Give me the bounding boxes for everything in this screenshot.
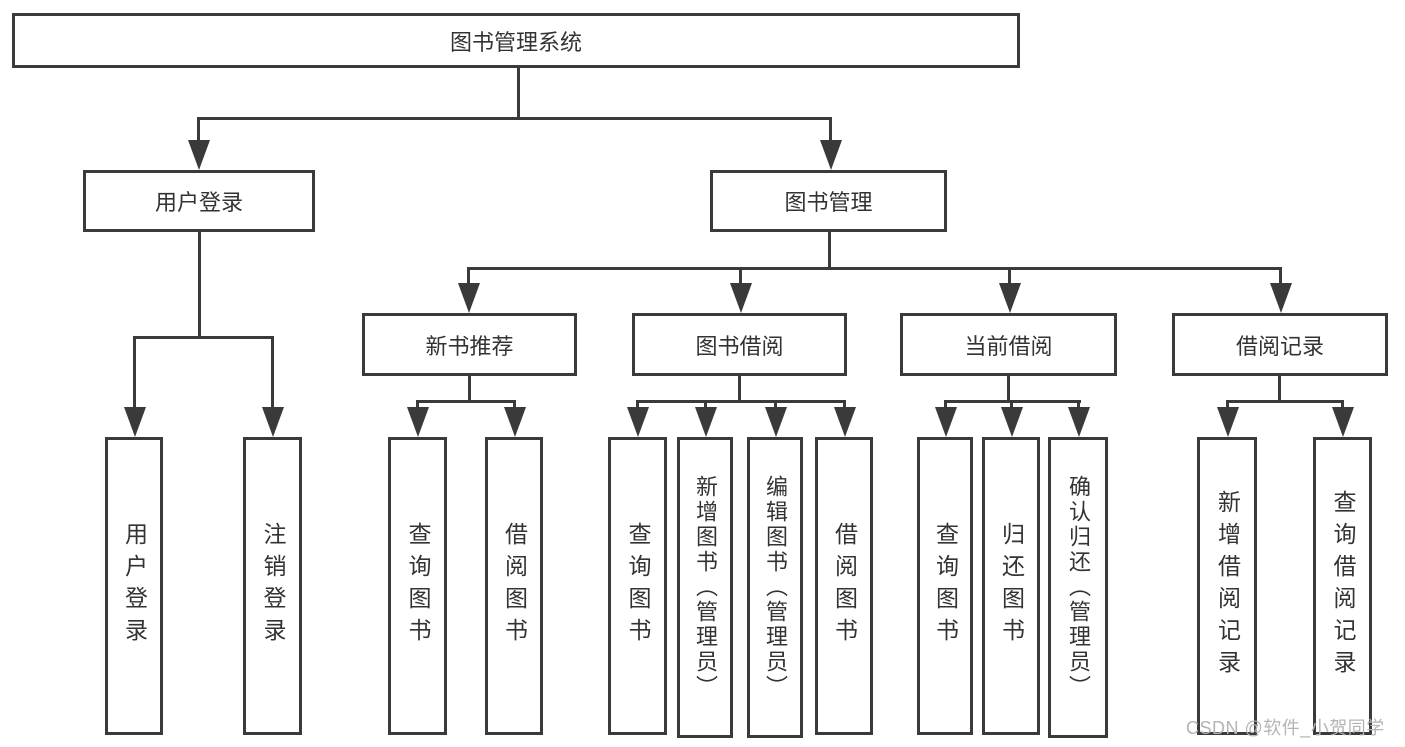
arrow-down-icon	[1270, 283, 1292, 313]
connector-line	[467, 267, 470, 287]
connector-line	[197, 117, 200, 145]
leaf-recommend-query-books-label: 查询图书	[405, 522, 431, 650]
leaf-current-query-books-label: 查询图书	[932, 522, 959, 650]
leaf-borrow-borrow-books-label: 借阅图书	[831, 522, 858, 650]
connector-line	[416, 400, 516, 403]
connector-line	[704, 400, 707, 410]
leaf-edit-books-admin: 编辑图书（管理员）	[747, 437, 803, 738]
arrow-down-icon	[820, 140, 842, 170]
arrow-down-icon	[188, 140, 210, 170]
arrow-down-icon	[1068, 407, 1090, 437]
arrow-down-icon	[730, 283, 752, 313]
arrow-down-icon	[695, 407, 717, 437]
arrow-down-icon	[1001, 407, 1023, 437]
node-book-management: 图书管理	[710, 170, 947, 232]
leaf-borrow-query-books: 查询图书	[608, 437, 667, 735]
arrow-down-icon	[407, 407, 429, 437]
node-new-book-recommend: 新书推荐	[362, 313, 577, 376]
node-new-book-recommend-label: 新书推荐	[425, 333, 514, 359]
connector-line	[1077, 400, 1080, 410]
arrow-down-icon	[935, 407, 957, 437]
arrow-down-icon	[1332, 407, 1354, 437]
connector-line	[513, 400, 516, 410]
connector-line	[271, 336, 274, 411]
arrow-down-icon	[834, 407, 856, 437]
node-book-borrow-label: 图书借阅	[695, 333, 784, 359]
node-borrow-records-label: 借阅记录	[1235, 333, 1324, 359]
leaf-recommend-query-books: 查询图书	[388, 437, 447, 735]
arrow-down-icon	[124, 407, 146, 437]
node-current-borrow-label: 当前借阅	[964, 333, 1053, 359]
connector-line	[1278, 376, 1281, 403]
connector-line	[1226, 400, 1229, 410]
connector-line	[133, 336, 136, 411]
node-book-management-label: 图书管理	[784, 190, 873, 215]
arrow-down-icon	[262, 407, 284, 437]
leaf-query-borrow-record: 查询借阅记录	[1313, 437, 1372, 735]
leaf-logout: 注销登录	[243, 437, 302, 735]
arrow-down-icon	[999, 283, 1021, 313]
connector-line	[517, 68, 520, 120]
node-borrow-records: 借阅记录	[1172, 313, 1388, 376]
arrow-down-icon	[1217, 407, 1239, 437]
connector-line	[1341, 400, 1344, 410]
connector-line	[468, 376, 471, 403]
connector-line	[1008, 267, 1011, 287]
leaf-add-books-admin-label: 新增图书（管理员）	[693, 475, 718, 700]
connector-line	[828, 232, 831, 270]
watermark: CSDN @软件_小贺同学	[1186, 718, 1385, 738]
connector-line	[416, 400, 419, 410]
node-current-borrow: 当前借阅	[900, 313, 1117, 376]
leaf-recommend-borrow-books: 借阅图书	[485, 437, 543, 735]
leaf-return-books-label: 归还图书	[998, 522, 1025, 650]
leaf-return-books: 归还图书	[982, 437, 1040, 735]
connector-line	[843, 400, 846, 410]
leaf-borrow-query-books-label: 查询图书	[625, 522, 651, 650]
node-user-login: 用户登录	[83, 170, 315, 232]
connector-line	[829, 117, 832, 145]
leaf-current-query-books: 查询图书	[917, 437, 973, 735]
connector-line	[636, 400, 639, 410]
connector-line	[1007, 376, 1010, 403]
arrow-down-icon	[765, 407, 787, 437]
connector-line	[133, 336, 274, 339]
node-user-login-label: 用户登录	[154, 190, 243, 215]
leaf-user-login: 用户登录	[105, 437, 163, 735]
connector-line	[944, 400, 947, 410]
leaf-add-borrow-record: 新增借阅记录	[1197, 437, 1257, 735]
leaf-confirm-return-admin: 确认归还（管理员）	[1048, 437, 1108, 738]
leaf-confirm-return-admin-label: 确认归还（管理员）	[1066, 475, 1091, 700]
leaf-add-books-admin: 新增图书（管理员）	[677, 437, 733, 738]
connector-line	[1279, 267, 1282, 287]
connector-line	[1226, 400, 1344, 403]
leaf-add-borrow-record-label: 新增借阅记录	[1214, 490, 1241, 682]
arrow-down-icon	[504, 407, 526, 437]
leaf-user-login-label: 用户登录	[121, 522, 148, 650]
connector-line	[738, 376, 741, 403]
connector-line	[739, 267, 742, 287]
leaf-recommend-borrow-books-label: 借阅图书	[501, 522, 528, 650]
connector-line	[636, 400, 846, 403]
connector-line	[774, 400, 777, 410]
connector-line	[198, 232, 201, 339]
connector-line	[467, 267, 1281, 270]
leaf-logout-label: 注销登录	[260, 522, 286, 650]
leaf-edit-books-admin-label: 编辑图书（管理员）	[763, 475, 788, 700]
connector-line	[197, 117, 832, 120]
node-root: 图书管理系统	[12, 13, 1020, 68]
node-book-borrow: 图书借阅	[632, 313, 847, 376]
arrow-down-icon	[627, 407, 649, 437]
leaf-query-borrow-record-label: 查询借阅记录	[1330, 490, 1356, 682]
connector-line	[1010, 400, 1013, 410]
arrow-down-icon	[458, 283, 480, 313]
leaf-borrow-borrow-books: 借阅图书	[815, 437, 873, 735]
node-root-label: 图书管理系统	[449, 29, 582, 55]
